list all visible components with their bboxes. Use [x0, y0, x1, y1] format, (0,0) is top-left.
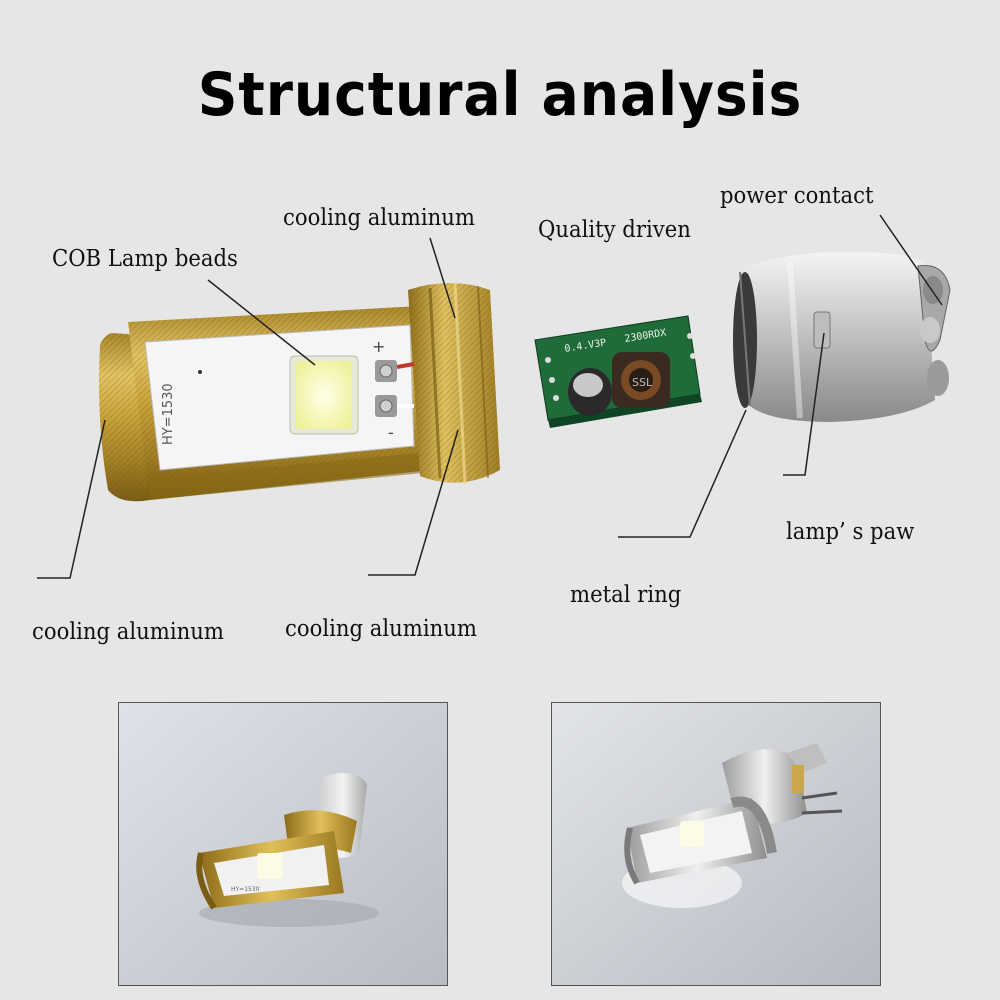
product-photo-silver: [551, 702, 881, 986]
leader-lines: [37, 214, 943, 579]
leader-paw: [783, 332, 825, 476]
label-quality-driven: Quality driven: [538, 217, 691, 243]
inductor-text: SSL: [632, 376, 653, 389]
photo-board-text: HY=1530: [231, 886, 260, 893]
label-lamps-paw: lamp’ s paw: [786, 519, 915, 545]
label-metal-ring: metal ring: [570, 582, 682, 608]
leader-cooling-left: [37, 419, 106, 579]
lamp-base: [733, 251, 951, 422]
page-title: Structural analysis: [197, 60, 803, 130]
board-model-text: HY=1530: [161, 383, 176, 445]
plus-marking: +: [372, 337, 385, 356]
cob-lamp-beads: [289, 355, 359, 435]
leader-cooling-center: [368, 429, 459, 576]
label-cooling-aluminum-left: cooling aluminum: [32, 619, 224, 645]
leader-metal-ring: [618, 409, 747, 538]
label-cooling-aluminum-center: cooling aluminum: [285, 616, 477, 642]
label-power-contact: power contact: [720, 183, 874, 209]
leader-cooling-top: [429, 237, 456, 319]
minus-marking: -: [388, 423, 394, 442]
exploded-diagram: HY=1530 + - 0.4.V3P 2300RDX SSL: [37, 214, 951, 579]
label-cooling-aluminum-top: cooling aluminum: [283, 205, 475, 231]
leader-power-contact: [879, 214, 943, 306]
product-photo-gold: HY=1530: [118, 702, 448, 986]
leader-cob: [207, 279, 316, 366]
driver-board: 0.4.V3P 2300RDX SSL: [534, 315, 702, 428]
led-circuit-board: HY=1530 + -: [144, 324, 415, 471]
label-cob-lamp-beads: COB Lamp beads: [52, 246, 238, 272]
